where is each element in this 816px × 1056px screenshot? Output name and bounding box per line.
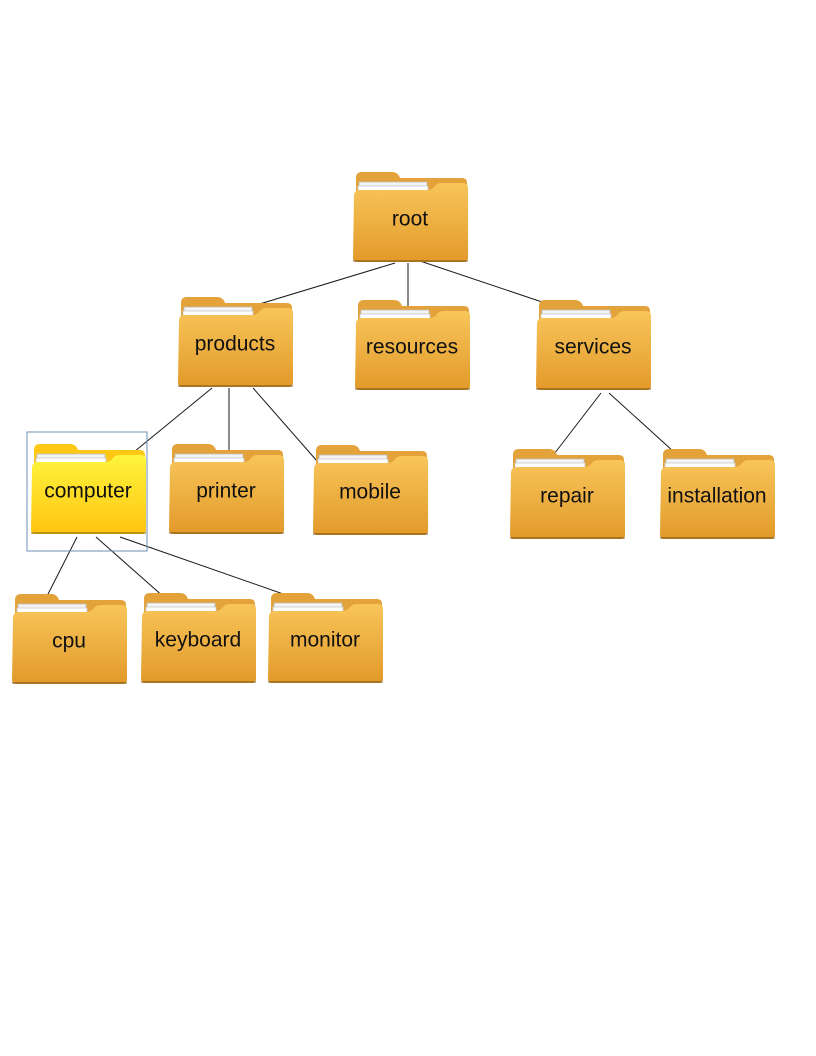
tree-node-mobile[interactable]: mobile [313,445,428,535]
folder-icon [31,444,146,534]
tree-node-label: root [392,208,428,231]
tree-node-label: installation [667,485,766,508]
tree-node-label: mobile [339,481,401,504]
tree-node-label: computer [44,480,132,503]
edge-services-installation [608,392,675,453]
tree-node-resources[interactable]: resources [355,300,470,390]
tree-node-root[interactable]: root [353,172,468,262]
edge-computer-monitor [119,536,290,597]
folder-icon [353,172,468,262]
edge-products-computer [128,387,213,457]
tree-node-installation[interactable]: installation [660,449,775,539]
folder-icon [355,300,470,390]
folder-icon [268,593,383,683]
edge-computer-cpu [43,536,78,603]
tree-node-repair[interactable]: repair [510,449,625,539]
folder-icon [660,449,775,539]
tree-node-monitor[interactable]: monitor [268,593,383,683]
tree-node-services[interactable]: services [536,300,651,390]
selection-outline [26,431,148,552]
tree-node-printer[interactable]: printer [169,444,284,534]
tree-node-label: repair [540,485,594,508]
tree-node-cpu[interactable]: cpu [12,594,127,684]
tree-node-label: services [554,336,631,359]
tree-node-label: products [195,333,276,356]
tree-edges [43,260,675,603]
edge-root-services [419,260,549,305]
tree-node-label: cpu [52,630,86,653]
folder-icon [169,444,284,534]
tree-node-label: printer [196,480,256,503]
tree-node-computer[interactable]: computer [31,444,146,534]
tree-node-label: keyboard [155,629,241,652]
folder-icon [313,445,428,535]
tree-node-products[interactable]: products [178,297,293,387]
edge-root-products [252,262,396,307]
edge-computer-keyboard [95,536,166,599]
tree-nodes: root products resources services computer pri… [12,172,775,684]
folder-icon [510,449,625,539]
tree-node-label: monitor [290,629,360,652]
edge-services-repair [550,392,602,459]
edge-products-mobile [252,387,318,462]
tree-node-keyboard[interactable]: keyboard [141,593,256,683]
folder-icon [141,593,256,683]
tree-node-label: resources [366,336,458,359]
folder-icon [12,594,127,684]
folder-icon [536,300,651,390]
folder-icon [178,297,293,387]
